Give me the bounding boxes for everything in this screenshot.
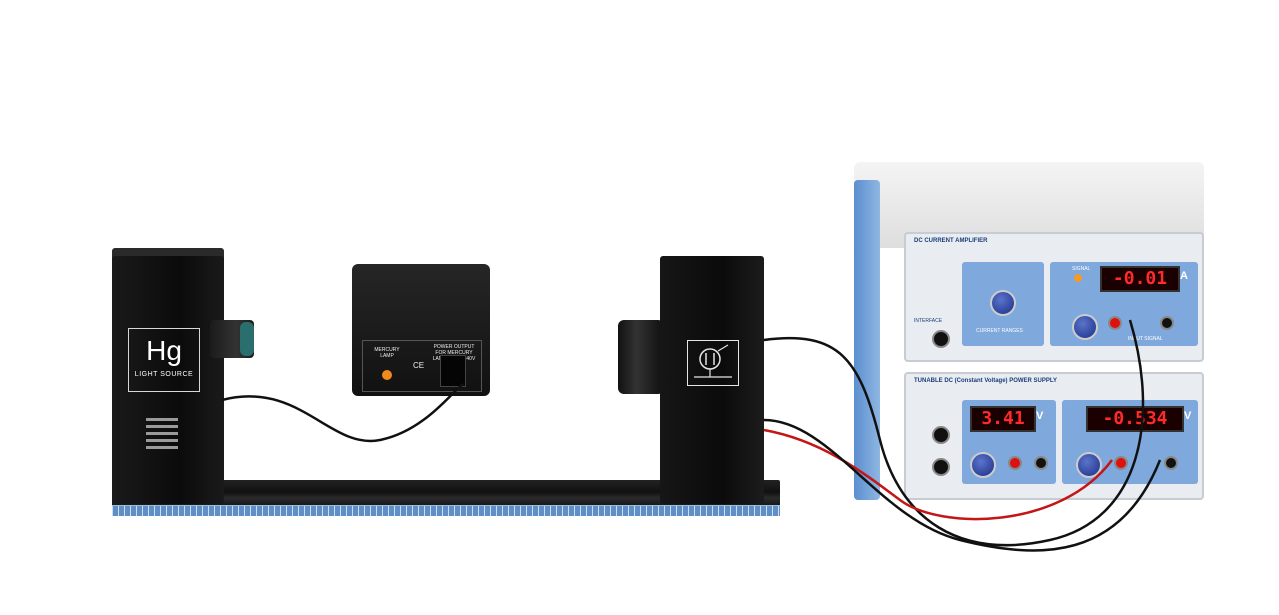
voltage-left-display: 3.41 (970, 406, 1036, 432)
voltage-left-unit: V (1036, 410, 1044, 422)
voltage-left-knob[interactable] (970, 452, 996, 478)
power-supply-title: TUNABLE DC (Constant Voltage) POWER SUPP… (914, 378, 1058, 384)
voltage-right-unit: V (1184, 410, 1192, 422)
lamp-power-button[interactable] (382, 370, 392, 380)
voltage-right-display: -0.534 (1086, 406, 1184, 432)
rail-scale (112, 505, 780, 516)
ce-mark: CE (413, 361, 425, 370)
voltage-right-red-jack[interactable] (1114, 456, 1128, 470)
tunable-dc-power-supply-panel: TUNABLE DC (Constant Voltage) POWER SUPP… (904, 372, 1204, 500)
current-ranges-section: CURRENT RANGES (962, 262, 1044, 346)
black-lead (763, 418, 1162, 552)
hg-symbol: Hg (146, 335, 182, 366)
amplifier-title: DC CURRENT AMPLIFIER (914, 238, 988, 244)
input-red-jack[interactable] (1108, 316, 1122, 330)
signal-label: SIGNAL (1072, 266, 1091, 272)
interface-label: INTERFACE (914, 318, 943, 324)
detector-lens (618, 320, 664, 394)
voltage-left-section: 3.41 V (962, 400, 1056, 484)
red-lead (763, 428, 1114, 521)
current-unit: A (1180, 270, 1188, 282)
signal-led (1074, 274, 1082, 282)
input-signal-label: INPUT SIGNAL (1128, 336, 1163, 342)
amplifier-display-section: SIGNAL -0.01 A INPUT SIGNAL (1050, 262, 1198, 346)
voltage-right-black-jack[interactable] (1164, 456, 1178, 470)
voltage-right-knob[interactable] (1076, 452, 1102, 478)
light-source-aperture (240, 322, 254, 356)
light-source-housing (112, 256, 224, 504)
psu-port-1[interactable] (932, 426, 950, 444)
current-ranges-knob[interactable] (990, 290, 1016, 316)
power-plug-socket (440, 355, 466, 387)
voltage-left-red-jack[interactable] (1008, 456, 1022, 470)
dc-current-amplifier-panel: DC CURRENT AMPLIFIER INTERFACE CURRENT R… (904, 232, 1204, 362)
light-source-label: Hg LIGHT SOURCE (128, 328, 200, 392)
input-black-jack[interactable] (1160, 316, 1174, 330)
lamp-cable (221, 383, 466, 443)
voltage-right-section: -0.534 V (1062, 400, 1198, 484)
vent-slots (146, 418, 178, 453)
voltage-left-black-jack[interactable] (1034, 456, 1048, 470)
current-display: -0.01 (1100, 266, 1180, 292)
mercury-lamp-label: MERCURY LAMP (374, 347, 400, 359)
instrument-case-side (854, 180, 880, 500)
phototube-symbol-icon (687, 340, 739, 386)
light-source-text: LIGHT SOURCE (134, 371, 194, 378)
psu-port-2[interactable] (932, 458, 950, 476)
interface-port[interactable] (932, 330, 950, 348)
mercury-lamp-power-box (352, 264, 490, 396)
calibration-knob[interactable] (1072, 314, 1098, 340)
current-ranges-label: CURRENT RANGES (976, 328, 1023, 334)
photocell-housing (660, 256, 764, 504)
signal-cable (763, 319, 1145, 547)
